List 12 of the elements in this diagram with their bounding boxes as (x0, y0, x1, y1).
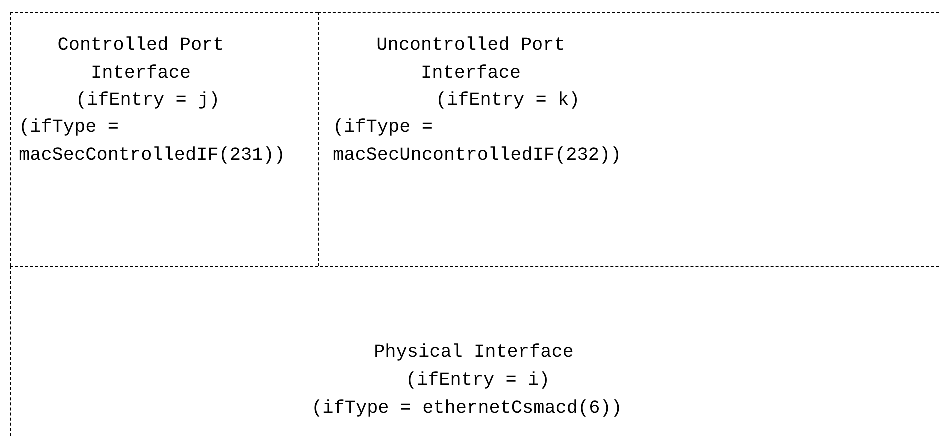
interface-box (10, 12, 318, 266)
if-entry-text: (ifEntry = i) (404, 369, 552, 393)
interface-name: Physical Interface (373, 341, 575, 365)
if-type-text: (ifType = ethernetCsmacd(6)) (310, 397, 624, 421)
if-entry-text: (ifEntry = k) (434, 89, 582, 113)
if-type-text: (ifType = macSecControlledIF(231)) (19, 116, 286, 168)
interface-name: Controlled Port Interface (56, 34, 226, 86)
if-type-text: (ifType = macSecUncontrolledIF(232)) (333, 116, 623, 168)
interface-name: Uncontrolled Port Interface (376, 34, 566, 86)
interface-box (10, 266, 939, 436)
interface-box (318, 12, 939, 266)
if-entry-text: (ifEntry = j) (74, 89, 222, 113)
